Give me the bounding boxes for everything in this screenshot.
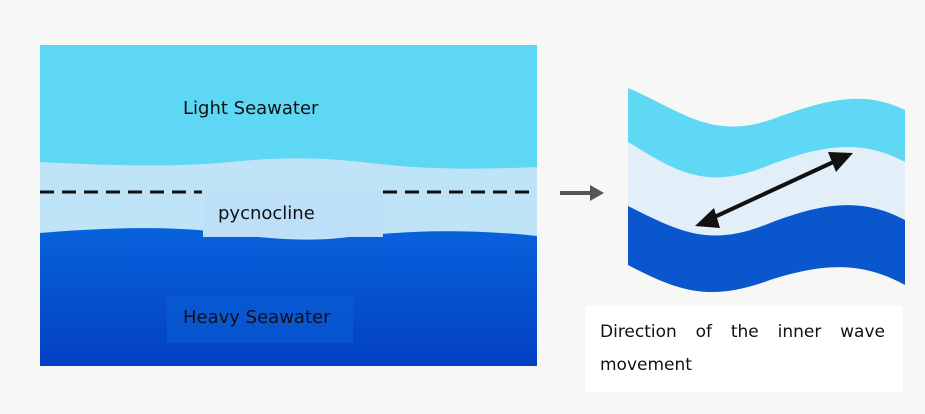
arrow-right-icon bbox=[560, 185, 604, 201]
layers-drawing bbox=[40, 45, 537, 366]
caption-text: Direction of the inner wave movement bbox=[600, 322, 885, 375]
light-seawater-label: Light Seawater bbox=[183, 98, 319, 119]
heavy-label-box bbox=[167, 297, 353, 343]
double-headed-arrow-icon bbox=[695, 152, 853, 228]
stratified-water-panel: Light Seawater pycnocline Heavy Seawater bbox=[40, 45, 537, 366]
heavy-seawater-label: Heavy Seawater bbox=[183, 307, 331, 328]
inner-wave-icon bbox=[628, 88, 905, 293]
pycnocline-label: pycnocline bbox=[218, 203, 315, 224]
heavy-band bbox=[628, 205, 905, 293]
light-seawater-layer bbox=[40, 45, 537, 169]
caption-box: Direction of the inner wave movement bbox=[585, 306, 903, 392]
pycnocline-label-box bbox=[203, 191, 383, 237]
light-band bbox=[628, 88, 905, 178]
